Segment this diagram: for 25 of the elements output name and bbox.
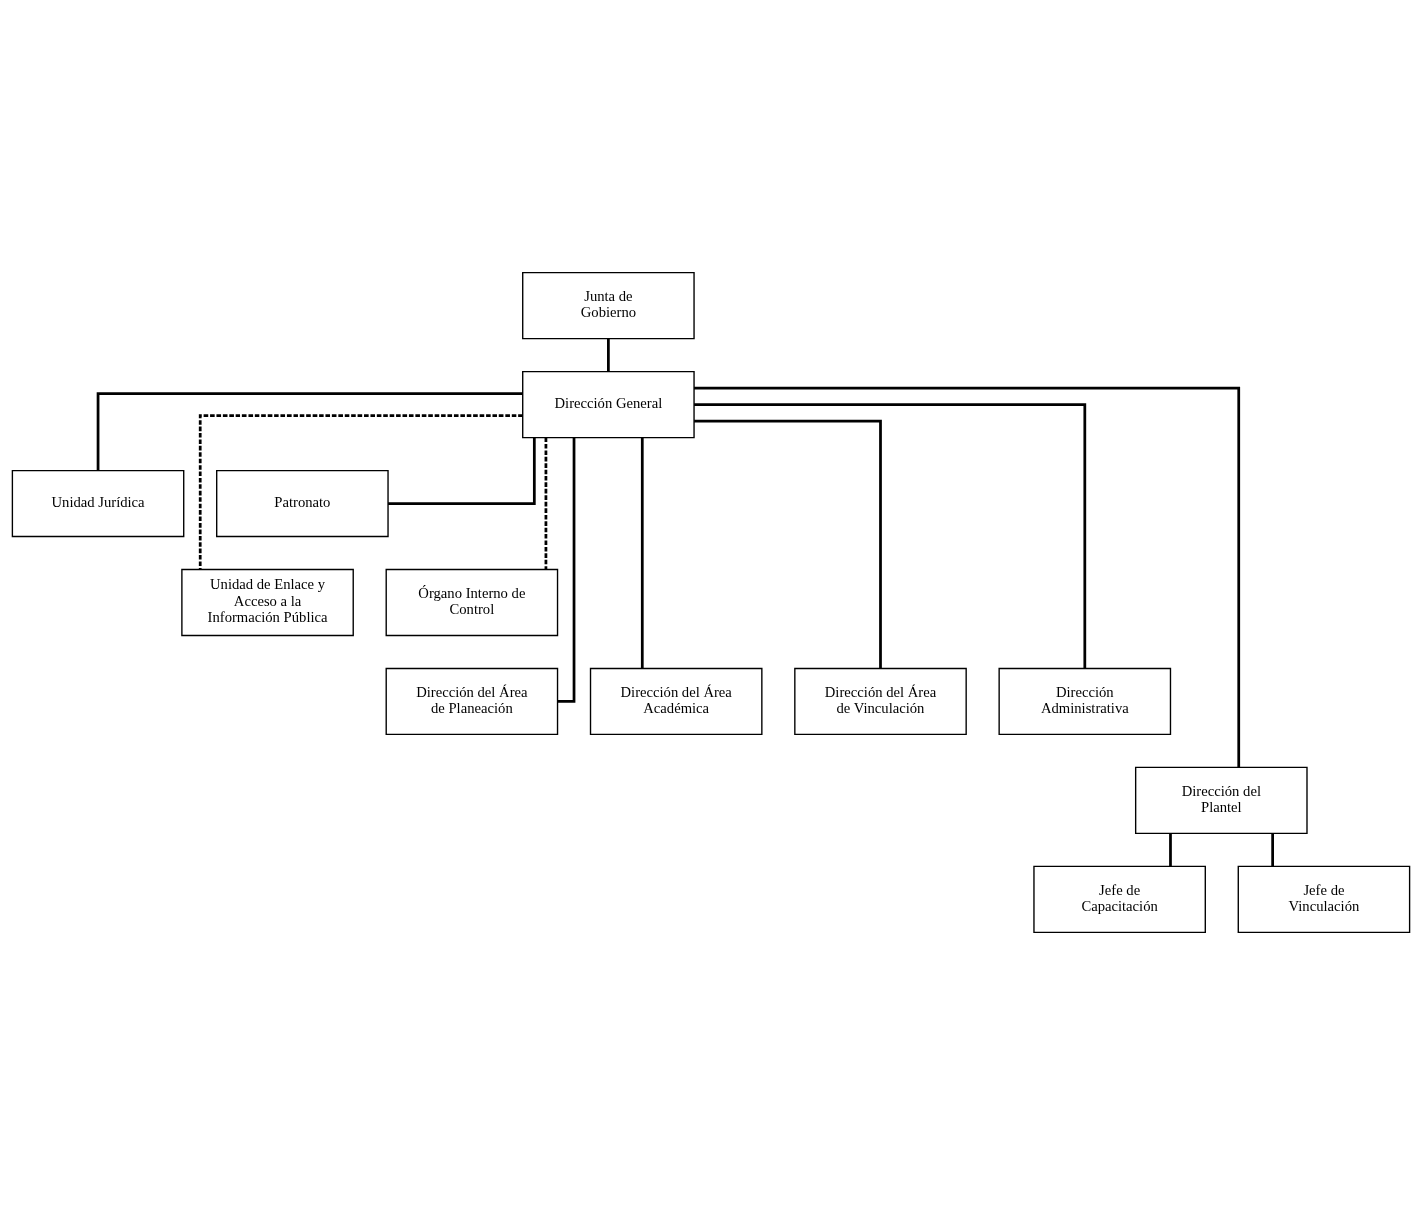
node-box: Jefe de Vinculación bbox=[1237, 865, 1411, 934]
node-box: Unidad de Enlace y Acceso a la Información Pública bbox=[181, 568, 354, 637]
connector bbox=[1271, 833, 1274, 867]
node-box: Órgano Interno de Control bbox=[385, 568, 559, 637]
connector bbox=[694, 419, 882, 669]
connector bbox=[694, 403, 1087, 669]
connector bbox=[557, 437, 576, 703]
node-box: Dirección General bbox=[522, 370, 695, 439]
connector bbox=[388, 437, 536, 505]
node-box: Dirección del Área de Vinculación bbox=[794, 667, 967, 736]
connector bbox=[544, 437, 548, 570]
node-box: Unidad Jurídica bbox=[11, 469, 185, 538]
connector bbox=[607, 338, 610, 372]
connector bbox=[694, 386, 1241, 768]
connector bbox=[1169, 833, 1172, 867]
node-box: Junta de Gobierno bbox=[522, 271, 695, 340]
connector bbox=[640, 437, 644, 668]
node-box: Dirección del Plantel bbox=[1134, 766, 1308, 835]
node-box: Jefe de Capacitación bbox=[1033, 865, 1206, 934]
node-box: Dirección Administrativa bbox=[998, 667, 1172, 736]
node-box: Dirección del Área Académica bbox=[589, 667, 763, 736]
connector bbox=[198, 414, 523, 570]
node-box: Dirección del Área de Planeación bbox=[385, 667, 559, 736]
connector bbox=[96, 392, 523, 471]
node-box: Patronato bbox=[216, 469, 389, 538]
